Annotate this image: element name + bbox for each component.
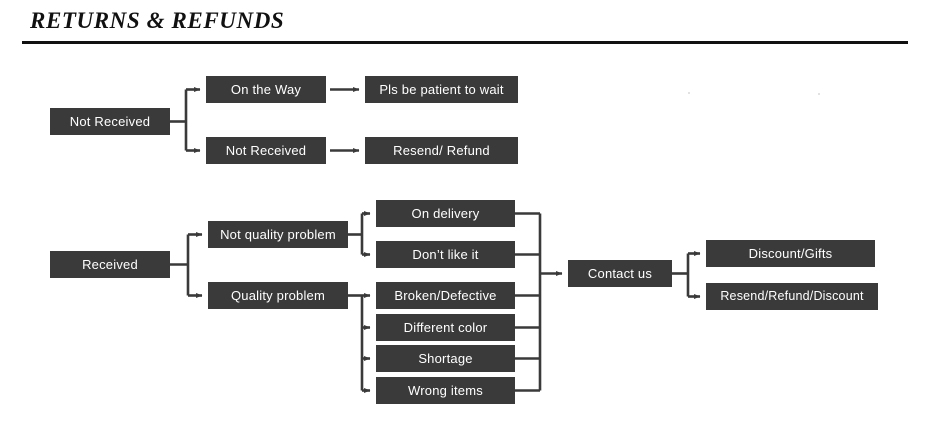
node-received-root[interactable]: Received bbox=[50, 251, 170, 278]
node-on-delivery[interactable]: On delivery bbox=[376, 200, 515, 227]
page-title: RETURNS & REFUNDS bbox=[30, 8, 285, 33]
node-pls-be-patient-to-wait[interactable]: Pls be patient to wait bbox=[365, 76, 518, 103]
artifact-speck bbox=[818, 93, 820, 95]
node-not-quality-problem[interactable]: Not quality problem bbox=[208, 221, 348, 248]
node-contact-us[interactable]: Contact us bbox=[568, 260, 672, 287]
node-not-received-root[interactable]: Not Received bbox=[50, 108, 170, 135]
node-shortage[interactable]: Shortage bbox=[376, 345, 515, 372]
title-divider bbox=[22, 41, 908, 44]
node-on-the-way[interactable]: On the Way bbox=[206, 76, 326, 103]
artifact-speck bbox=[688, 92, 690, 94]
node-wrong-items[interactable]: Wrong items bbox=[376, 377, 515, 404]
node-discount-gifts[interactable]: Discount/Gifts bbox=[706, 240, 875, 267]
node-quality-problem[interactable]: Quality problem bbox=[208, 282, 348, 309]
flowchart-connectors bbox=[170, 86, 701, 394]
node-different-color[interactable]: Different color bbox=[376, 314, 515, 341]
node-resend-refund[interactable]: Resend/ Refund bbox=[365, 137, 518, 164]
node-dont-like-it[interactable]: Don’t like it bbox=[376, 241, 515, 268]
page-header: RETURNS & REFUNDS bbox=[0, 0, 930, 48]
node-broken-defective[interactable]: Broken/Defective bbox=[376, 282, 515, 309]
node-resend-refund-discount[interactable]: Resend/Refund/Discount bbox=[706, 283, 878, 310]
returns-refunds-flowchart: Not Received On the Way Pls be patient t… bbox=[0, 48, 930, 432]
node-not-received-sub[interactable]: Not Received bbox=[206, 137, 326, 164]
